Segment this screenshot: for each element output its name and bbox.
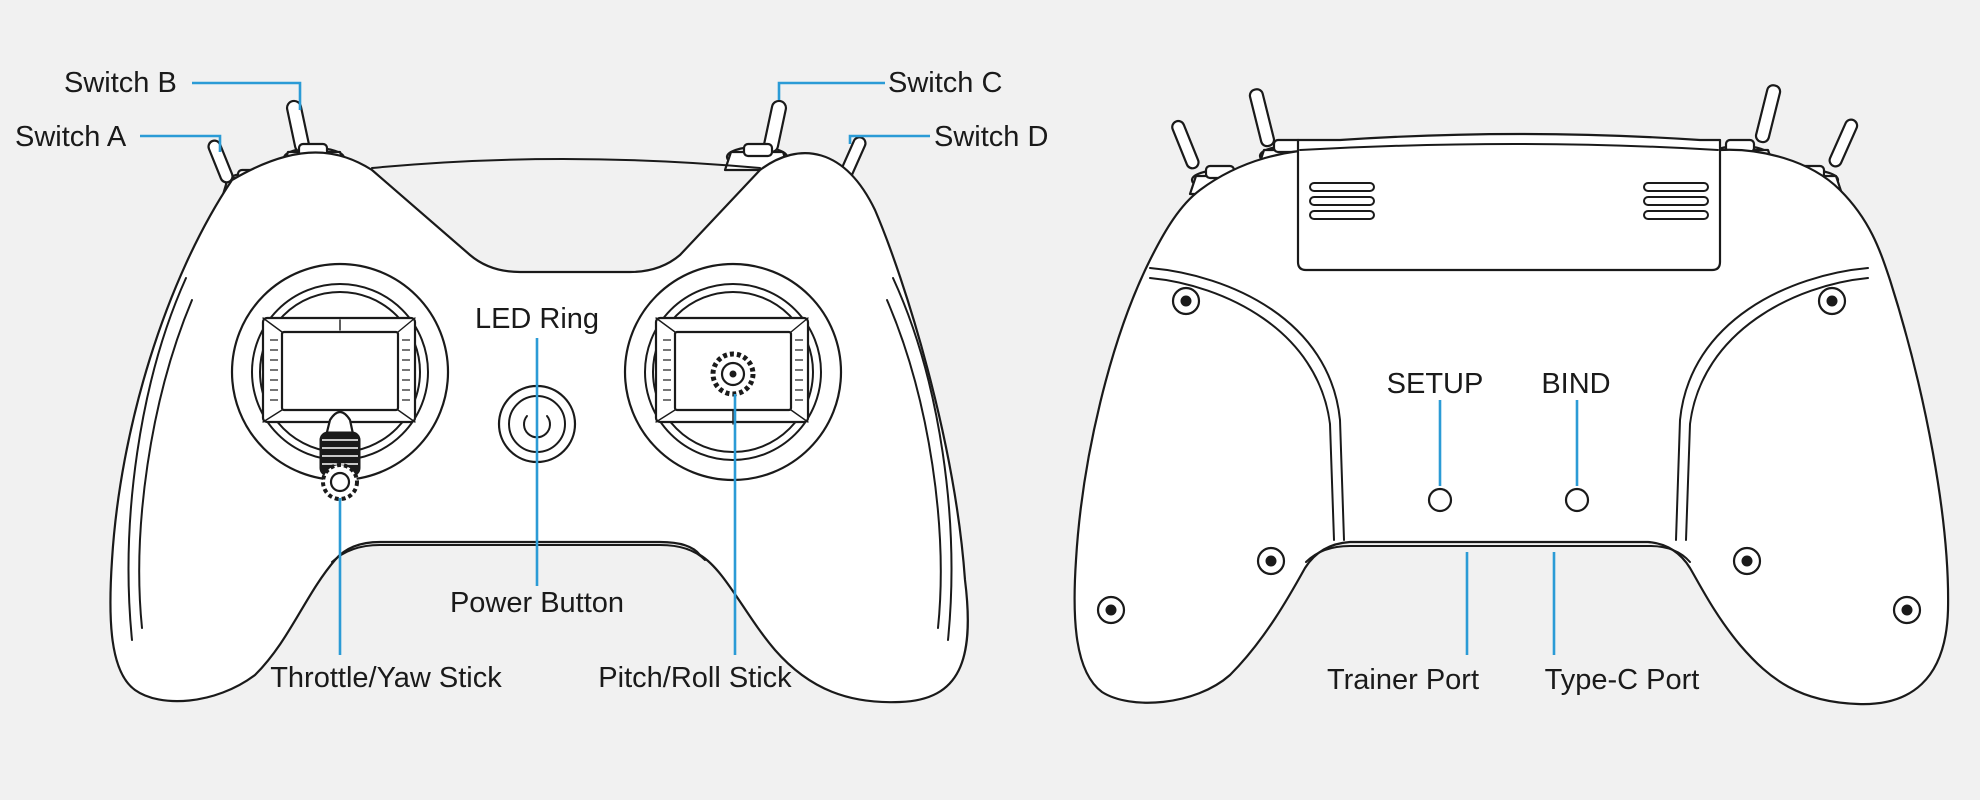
label-throttle-yaw-stick: Throttle/Yaw Stick	[270, 662, 502, 694]
screw-icon	[1732, 546, 1762, 576]
label-pitch-roll-stick: Pitch/Roll Stick	[598, 662, 792, 694]
back-view: SETUP BIND Trainer Port Type-C Port	[1073, 84, 1950, 706]
screw-icon	[1171, 286, 1201, 316]
left-grip-edge	[127, 277, 187, 641]
screw-icon	[1256, 546, 1286, 576]
label-switch-d: Switch D	[934, 121, 1048, 153]
label-setup: SETUP	[1387, 368, 1484, 400]
label-switch-b: Switch B	[64, 67, 177, 99]
bind-button[interactable]	[1564, 487, 1590, 513]
setup-button[interactable]	[1427, 487, 1453, 513]
screw-icon	[1817, 286, 1847, 316]
label-bind: BIND	[1541, 368, 1610, 400]
label-trainer-port: Trainer Port	[1327, 664, 1479, 696]
label-switch-c: Switch C	[888, 67, 1002, 99]
right-grip-panel	[1675, 267, 1869, 541]
label-type-c-port: Type-C Port	[1545, 664, 1700, 696]
label-power-button: Power Button	[450, 587, 624, 619]
switch-a-leader	[140, 134, 222, 152]
switch-c-leader	[777, 81, 885, 100]
label-switch-a: Switch A	[15, 121, 127, 153]
vent-right-icon	[1643, 182, 1709, 220]
front-view: Switch A Switch B Switch C Switch D LED …	[15, 67, 1048, 704]
switch-b-leader	[192, 81, 302, 110]
pitch-roll-gimbal-icon	[623, 262, 843, 482]
screw-icon	[1096, 595, 1126, 625]
right-grip-edge	[892, 277, 953, 641]
vent-left-icon	[1309, 182, 1375, 220]
label-led-ring: LED Ring	[475, 303, 599, 335]
switch-d-leader	[848, 134, 930, 144]
screw-icon	[1892, 595, 1922, 625]
left-grip-panel	[1149, 267, 1345, 541]
throttle-yaw-gimbal-icon	[230, 262, 450, 501]
back-body	[1073, 148, 1950, 706]
battery-cover	[1296, 132, 1722, 272]
